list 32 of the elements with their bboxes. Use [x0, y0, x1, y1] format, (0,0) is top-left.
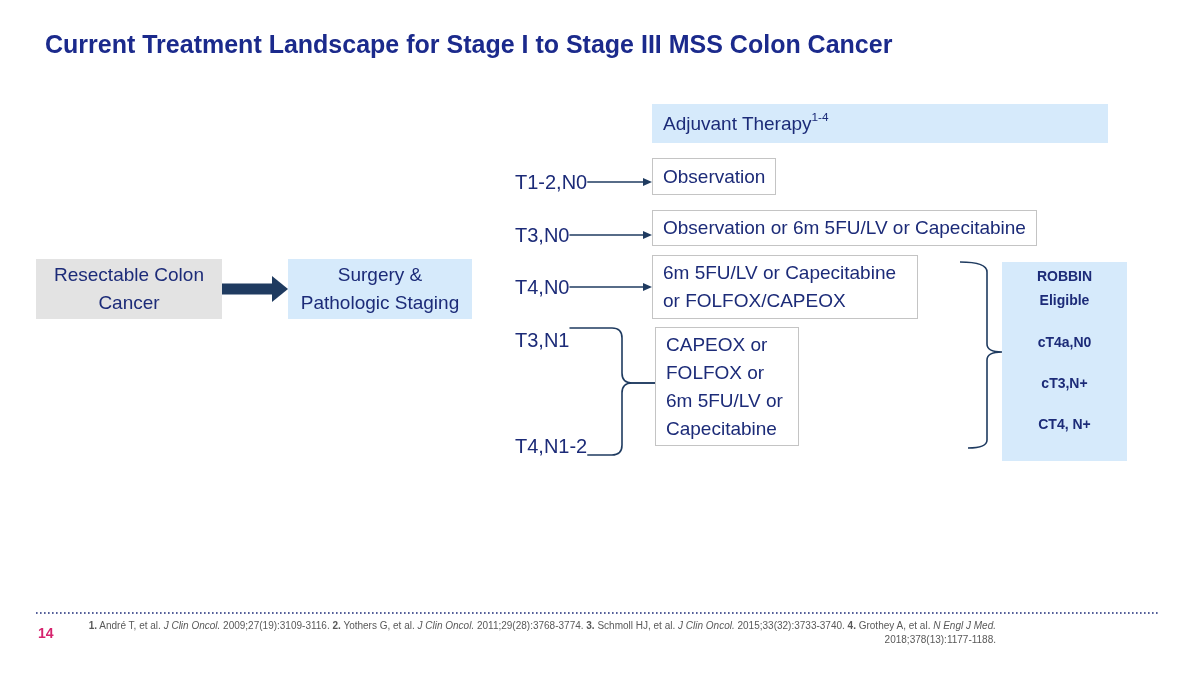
treatment-box: [652, 210, 1037, 246]
box-text: Resectable Colon Cancer: [53, 263, 205, 315]
eligibility-panel: [1002, 262, 1127, 461]
treatment-box: [652, 158, 777, 195]
stage-label: T4,N0: [515, 274, 570, 300]
treatment-text: Observation: [663, 164, 766, 189]
stage-label: T3,N0: [515, 222, 570, 248]
panel-heading: ROBBIN Eligible: [1035, 267, 1094, 310]
criteria-text: cT3,N+: [1040, 374, 1089, 393]
page-number: 14: [38, 624, 55, 642]
stage-label: T3,N1: [515, 327, 570, 353]
criteria-text: cT4a,N0: [1036, 333, 1093, 352]
process-box: [288, 259, 472, 319]
block-arrow: [222, 276, 288, 302]
stage-label: T1-2,N0: [515, 169, 588, 195]
treatment-box: [655, 327, 799, 446]
treatment-text: 6m 5FU/LV or Capecitabine or FOLFOX/CAPEOX: [663, 261, 898, 313]
treatment-text: Observation or 6m 5FU/LV or Capecitabine: [663, 216, 1026, 240]
band-heading: Adjuvant Therapy$^{1-4}$: [663, 109, 830, 136]
header-band: [652, 104, 1108, 143]
footnote: 1. André T, et al. J Clin Oncol. 2009;27(19):3109-3116. 2. Yothers G, et al. J Clin Oncol. 2011;29(28):3768-3774. 3. Schmoll HJ, et al. J Clin Oncol. 2015;33(32):3733-3740. 4. Grothey A, et al. N Engl J Med. 2018;378(13):1177-1188.: [87, 619, 996, 647]
brace-connector: [586, 382, 656, 456]
treatment-box: [652, 255, 918, 319]
arrow: [568, 231, 652, 239]
box-text: Surgery & Pathologic Staging: [299, 263, 461, 315]
stage-label: T4,N1-2: [515, 433, 588, 459]
slide-title: Current Treatment Landscape for Stage I to Stage III MSS Colon Cancer: [45, 29, 893, 60]
arrow: [568, 283, 652, 291]
arrow: [586, 178, 652, 186]
criteria-text: CT4, N+: [1037, 415, 1092, 434]
treatment-text: CAPEOX or FOLFOX or 6m 5FU/LV or Capecitabine: [666, 332, 784, 441]
process-box: [36, 259, 222, 319]
